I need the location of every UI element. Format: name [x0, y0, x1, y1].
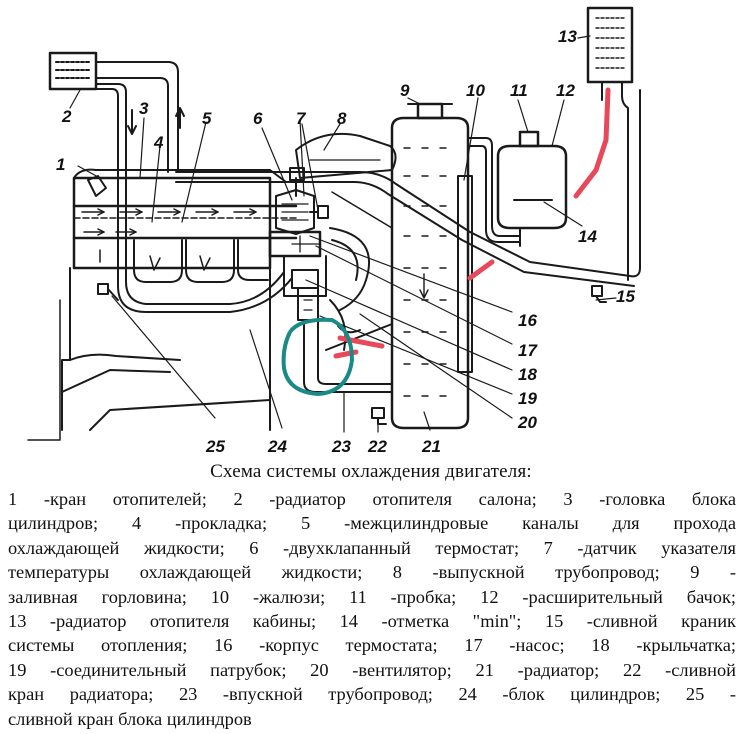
callout-6: 6 [253, 109, 263, 128]
legend-line: заливная горловина; 10 -жалюзи; 11 -проб… [8, 586, 736, 607]
cylinder-block [27, 267, 271, 441]
callout-20: 20 [517, 413, 537, 432]
callout-1: 1 [56, 155, 65, 174]
head-coolant-arrows [81, 208, 257, 236]
legend-line: 19 -соединительный патрубок; 20 -вентиля… [8, 659, 736, 680]
thermostat-housing [268, 119, 329, 258]
callout-2: 2 [61, 107, 72, 126]
radiator [390, 102, 473, 430]
callout-9: 9 [400, 81, 410, 100]
callout-3: 3 [139, 99, 149, 118]
callout-12: 12 [556, 81, 575, 100]
callout-15: 15 [616, 287, 635, 306]
teal-highlight-circle [281, 317, 355, 397]
leader-lines [69, 35, 617, 433]
upper-radiator-hose [175, 89, 641, 287]
cabin-heater-radiator [586, 6, 634, 281]
legend-line: охлаждающей жидкости; 6 -двухклапанный т… [8, 537, 736, 558]
legend-line: 1 -кран отопителей; 2 -радиатор отопител… [8, 489, 736, 509]
callout-22: 22 [367, 437, 387, 456]
cylinder-channels [99, 239, 269, 283]
expansion-tank [467, 130, 583, 247]
legend-line: сливной кран блока цилиндров [8, 708, 252, 729]
heater-drain-tap [591, 285, 607, 303]
legend-line: кран радиатора; 23 -впускной трубопровод… [8, 684, 736, 705]
legend-line: 13 -радиатор отопителя кабины; 14 -отмет… [8, 611, 736, 632]
diagram-title: Схема системы охлаждения двигателя: [210, 461, 532, 482]
callout-24: 24 [267, 437, 287, 456]
callout-4: 4 [153, 133, 164, 152]
callout-19: 19 [518, 389, 537, 408]
callout-13: 13 [558, 27, 577, 46]
callout-17: 17 [518, 341, 538, 360]
callout-5: 5 [202, 109, 212, 128]
callout-23: 23 [331, 437, 351, 456]
callout-21: 21 [421, 437, 441, 456]
legend: 1 -кран отопителей; 2 -радиатор отопител… [8, 487, 736, 731]
salon-heater-radiator [48, 51, 98, 91]
callout-18: 18 [518, 365, 537, 384]
callout-16: 16 [518, 311, 537, 330]
radiator-coolant-marks [403, 147, 447, 397]
callout-8: 8 [337, 109, 347, 128]
callout-numbers: 1 2 3 4 5 6 7 8 9 10 11 12 13 14 15 16 1… [56, 27, 635, 456]
callout-25: 25 [205, 437, 225, 456]
legend-line: температуры охлаждающей жидкости; 8 -вып… [8, 562, 736, 583]
callout-11: 11 [510, 81, 528, 100]
legend-line: цилиндров; 4 -прокладка; 5 -межцилиндров… [8, 513, 736, 534]
water-pump [283, 255, 327, 321]
legend-line: системы отопления; 16 -корпус термостата… [8, 635, 736, 656]
callout-14: 14 [578, 227, 597, 246]
callout-7: 7 [296, 109, 307, 128]
callout-10: 10 [466, 81, 485, 100]
cooling-system-diagram: 1 2 3 4 5 6 7 8 9 10 11 12 13 14 15 16 1… [27, 6, 641, 456]
block-drain-tap [97, 283, 216, 419]
radiator-drain-tap [371, 407, 387, 425]
heater-hoses [95, 61, 293, 313]
exhaust-manifold [295, 132, 397, 179]
